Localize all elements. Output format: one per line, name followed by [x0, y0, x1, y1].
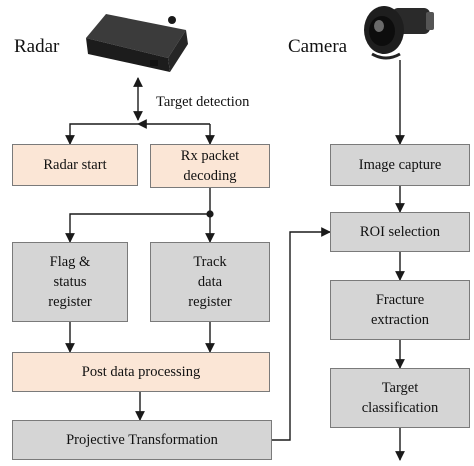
roi-selection-box: ROI selection — [330, 212, 470, 252]
camera-device-icon — [364, 6, 434, 60]
post-data-processing-box: Post data processing — [12, 352, 270, 392]
target-classification-box: Target classification — [330, 368, 470, 428]
projective-to-roi-arrow — [272, 227, 331, 441]
radar-title: Radar — [14, 36, 60, 57]
track-data-register-box: Track data register — [150, 242, 270, 322]
to-radar-start-arrow — [65, 123, 138, 145]
target-detection-label: Target detection — [156, 94, 250, 110]
radar-start-box: Radar start — [12, 144, 138, 186]
split-to-flag-arrow — [65, 213, 210, 243]
fracture-extraction-box: Fracture extraction — [330, 280, 470, 340]
flag-status-register-box: Flag & status register — [12, 242, 128, 322]
image-capture-box: Image capture — [330, 144, 470, 186]
projective-transformation-box: Projective Transformation — [12, 420, 272, 460]
rx-packet-decoding-box: Rx packet decoding — [150, 144, 270, 188]
radar-device-icon — [86, 14, 188, 72]
camera-title: Camera — [288, 36, 348, 57]
